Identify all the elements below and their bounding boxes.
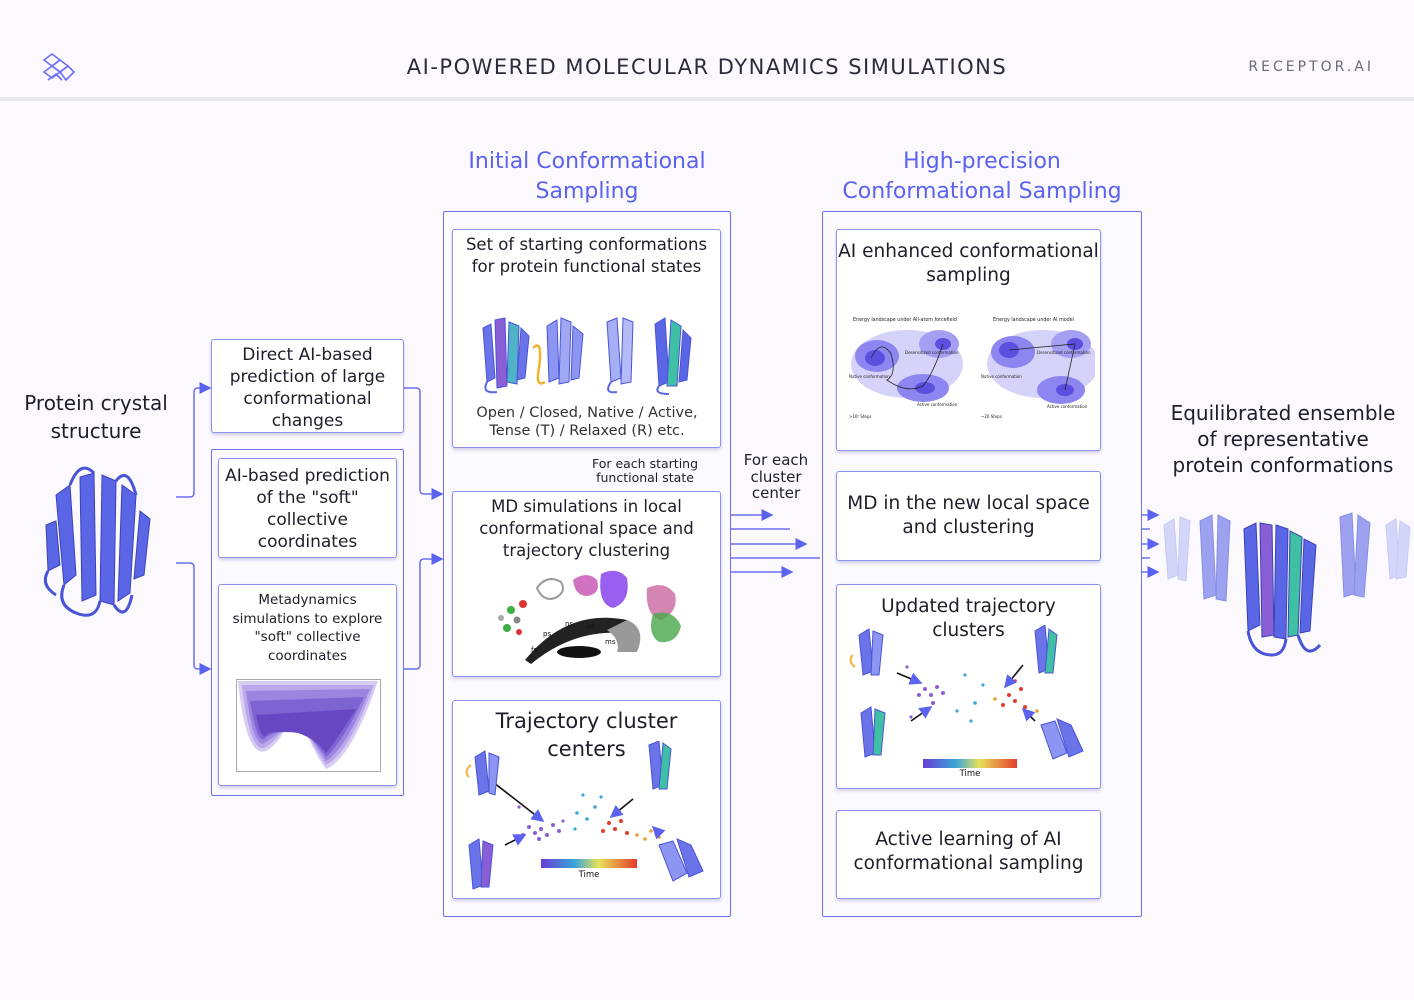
steps-left: >10⁶ Steps [849,414,872,419]
cluster-scatter-plot: Time [465,741,704,890]
for-each-state-label: For each starting functional state [591,456,699,485]
metadynamics-card: Metadynamics simulations to explore "sof… [218,584,397,786]
desensitized-label-right: Desensitized conformation [1037,350,1091,355]
cluster-centers-label: Trajectory cluster centers [495,709,678,761]
direct-prediction-label: Direct AI-based prediction of large conf… [229,345,386,431]
timescale-gauge: fs ps ns µs ms [498,570,681,664]
md-new-card: MD in the new local space and clustering [836,471,1101,561]
output-label: Equilibrated ensemble of representative … [1170,401,1396,477]
active-learning-label: Active learning of AI conformational sam… [853,829,1084,874]
cluster-centers-card: Trajectory cluster centers Time [452,700,721,899]
for-each-center-label: For each cluster center [743,451,809,502]
starting-conformations-card: Set of starting conformations for protei… [452,229,721,448]
soft-prediction-card: AI-based prediction of the "soft" collec… [218,458,397,558]
receptor-logo-icon [42,53,76,82]
timescale-ps: ps [543,630,551,638]
soft-prediction-label: AI-based prediction of the "soft" collec… [225,466,390,552]
input-label: Protein crystal structure [24,391,168,443]
timescale-ms: ms [605,638,616,646]
timescale-fs: fs [531,646,537,654]
initial-section-title: Initial Conformational Sampling [468,149,706,204]
active-label-left: Active conformation [917,402,958,407]
steps-right: ~20 Steps [981,414,1002,419]
brand-name: RECEPTOR.AI [1248,59,1374,75]
direct-prediction-card: Direct AI-based prediction of large conf… [211,339,404,433]
updated-cluster-scatter: Time [849,625,1084,779]
landscape-right-title: Energy landscape under AI model [993,317,1074,323]
free-energy-surface-plot [236,679,381,772]
page-title: AI-POWERED MOLECULAR DYNAMICS SIMULATION… [406,55,1008,79]
landscape-left-title: Energy landscape under All-atom forcefie… [853,317,957,323]
updated-time-axis-label: Time [959,769,981,779]
protein-structure-icon [43,466,151,617]
ai-enhanced-label: AI enhanced conformational sampling [838,241,1099,286]
time-axis-label: Time [578,870,600,880]
header-divider [0,97,1414,101]
md-local-label: MD simulations in local conformational s… [479,497,694,560]
desensitized-label-left: Desensitized conformation [905,350,959,355]
updated-clusters-label: Updated trajectory clusters [881,596,1056,641]
protein-ensemble-icon [1163,512,1411,657]
metadynamics-label: Metadynamics simulations to explore "sof… [232,592,383,664]
timescale-us: µs [587,622,595,630]
timescale-ns: ns [565,620,573,628]
energy-landscape-comparison: Energy landscape under All-atom forcefie… [849,317,1095,419]
active-learning-card: Active learning of AI conformational sam… [836,810,1101,899]
native-label-left: Native conformation [849,374,890,379]
protein-conformations-image [482,317,692,395]
md-local-card: MD simulations in local conformational s… [452,491,721,677]
active-label-right: Active conformation [1047,404,1088,409]
high-section-title: High-precision Conformational Sampling [842,149,1122,204]
starting-conformations-label: Set of starting conformations for protei… [465,235,708,276]
updated-clusters-card: Updated trajectory clusters Time [836,584,1101,789]
md-new-label: MD in the new local space and clustering [847,493,1090,538]
ai-enhanced-card: AI enhanced conformational sampling Ener… [836,229,1101,451]
functional-states-caption: Open / Closed, Native / Active, Tense (T… [476,405,698,439]
native-label-right: Native conformation [981,374,1022,379]
